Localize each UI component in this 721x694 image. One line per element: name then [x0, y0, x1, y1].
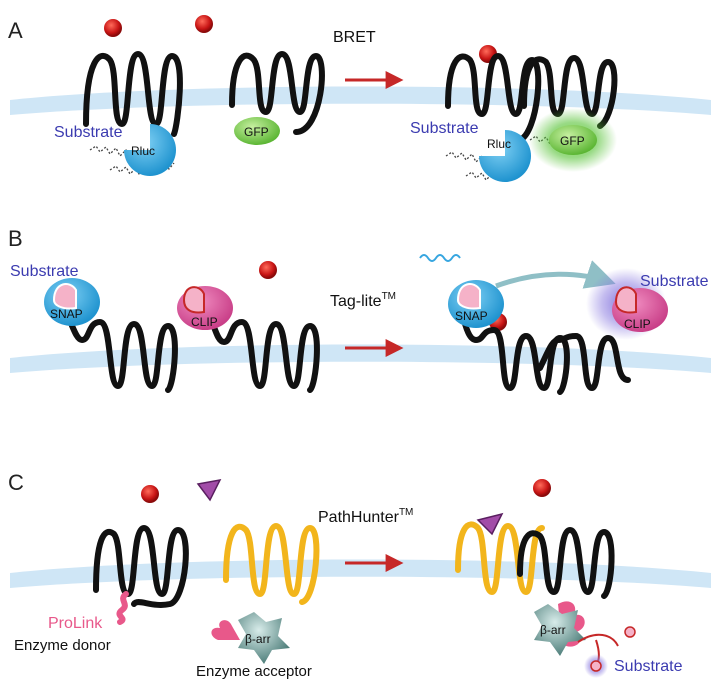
- enzyme-donor-label-c: Enzyme donor: [14, 637, 111, 654]
- receptor-c-dimer-black: [517, 527, 615, 599]
- ligand-c-free: [141, 485, 159, 503]
- receptor-b-left: [55, 297, 178, 393]
- rluc-a-left: [124, 124, 176, 176]
- gfp-label-a-left: GFP: [244, 125, 269, 139]
- beta-arr-c-right: [534, 604, 586, 656]
- panel-a-letter: A: [8, 18, 23, 43]
- panel-b-letter: B: [8, 226, 23, 251]
- substrate-label-c: Substrate: [614, 658, 683, 675]
- panel-a-title: BRET: [333, 29, 376, 46]
- ligand-a-1: [104, 19, 122, 37]
- panel-b-title: Tag-liteTM: [330, 291, 396, 310]
- substrate-molecule-c: [590, 660, 602, 672]
- receptor-c-gold: [223, 523, 320, 605]
- beta-arr-label-c-right: β-arr: [540, 623, 566, 637]
- receptor-a-left: [83, 51, 183, 137]
- enzyme-acceptor-label-c: Enzyme acceptor: [196, 663, 312, 680]
- ligand-c-bound-triangle: [476, 512, 504, 536]
- panel-c-title-sup: TM: [399, 507, 413, 518]
- substrate-label-b-left: Substrate: [10, 263, 79, 280]
- panel-a: A BRET Substrate Rluc GFP Substrate Rluc…: [8, 15, 618, 182]
- enzyme-acceptor-c: [211, 620, 240, 640]
- substrate-label-a-right: Substrate: [410, 120, 479, 137]
- gfp-a-right: [549, 125, 597, 155]
- panel-c-letter: C: [8, 470, 24, 495]
- rluc-label-a-right: Rluc: [487, 137, 511, 151]
- receptor-c-black: [93, 525, 189, 608]
- receptor-a-dimer-right: [521, 55, 618, 129]
- beta-arr-label-c-left: β-arr: [245, 632, 271, 646]
- rluc-label-a-left: Rluc: [131, 144, 155, 158]
- snap-label-b-right: SNAP: [455, 309, 488, 323]
- released-substrate-c: [624, 626, 636, 638]
- panel-b-title-main: Tag-lite: [330, 293, 382, 310]
- gfp-a-left: [234, 117, 280, 145]
- ligand-c-bound-circle: [533, 479, 551, 497]
- receptor-c-dimer-gold: [455, 521, 545, 595]
- snap-label-b-left: SNAP: [50, 307, 83, 321]
- rluc-a-right: [479, 130, 531, 182]
- clip-pocket-b-right: [614, 286, 637, 314]
- panel-b: B Tag-liteTM Substrate SNAP CLIP SNAP CL…: [8, 226, 709, 395]
- prolink-label-c: ProLink: [48, 615, 103, 632]
- panel-c: C PathHunterTM ProLink Enzyme donor β-ar…: [8, 470, 683, 680]
- clip-label-b-right: CLIP: [624, 317, 651, 331]
- substrate-label-b-right: Substrate: [640, 273, 709, 290]
- panel-c-title-main: PathHunter: [318, 509, 400, 526]
- beta-arr-c-left: [238, 612, 290, 664]
- receptor-b-mid: [203, 307, 320, 393]
- clip-pocket-b-left: [182, 286, 205, 314]
- excitation-light-b: [419, 254, 461, 262]
- clip-label-b-left: CLIP: [191, 315, 218, 329]
- panel-c-title: PathHunterTM: [318, 507, 413, 526]
- ligand-a-2: [195, 15, 213, 33]
- panel-b-title-sup: TM: [382, 291, 396, 302]
- receptor-a-gfp: [229, 51, 325, 135]
- prolink-c: [116, 591, 129, 625]
- snap-pocket-b-left: [52, 283, 77, 310]
- gfp-label-a-right: GFP: [560, 134, 585, 148]
- ligand-c-triangle: [196, 478, 222, 502]
- snap-pocket-b-right: [456, 283, 481, 310]
- ligand-b-free: [259, 261, 277, 279]
- cleavage-arrow-c: [577, 633, 619, 647]
- substrate-label-a-left: Substrate: [54, 124, 123, 141]
- receptor-b-dimer-right: [537, 333, 631, 391]
